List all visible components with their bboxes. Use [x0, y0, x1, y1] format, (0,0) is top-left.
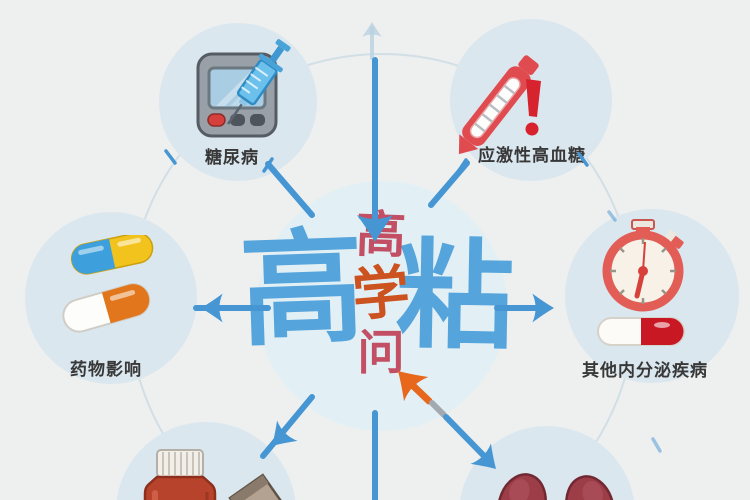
seal-char-1: 高	[355, 206, 407, 264]
medicine-bottle-icon	[143, 449, 285, 500]
node-label-endocrine: 其他内分泌疾病	[582, 361, 708, 380]
node-label-stress: 应激性高血糖	[478, 146, 586, 165]
seal-char-2: 学	[349, 259, 413, 329]
seal-text-column: 高 学 问	[349, 206, 413, 379]
title-char-right: 粘	[394, 229, 516, 365]
node-label-medication: 药物影响	[70, 360, 142, 379]
seal-char-3: 问	[357, 326, 405, 379]
kidneys-icon	[497, 473, 615, 500]
decor-dash	[651, 437, 662, 453]
stopwatch-capsule-icon	[597, 219, 685, 346]
capsules-icon	[62, 235, 154, 333]
node-label-diabetes: 糖尿病	[205, 148, 259, 167]
thermometer-alert-icon	[458, 55, 541, 155]
title-char-left: 高	[237, 218, 367, 362]
glucose-meter-syringe-icon	[196, 39, 291, 138]
